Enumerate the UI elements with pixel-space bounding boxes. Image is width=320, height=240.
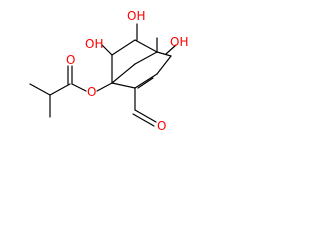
oh-label-top-right: OH: [170, 35, 188, 49]
ester-bridge-oxygen-label: O: [87, 85, 96, 99]
cyclohexene-ring: [111, 37, 172, 89]
ring-bond-c6-c1: [111, 63, 136, 84]
aldehyde-group: [132, 87, 157, 127]
bond-left-ring: [111, 39, 136, 56]
bond-to-oh-left: [101, 44, 113, 56]
ring-bond-c4-c5-double-inner: [137, 77, 154, 89]
ring-bond-c1-c2: [134, 51, 158, 65]
bond-aldehyde-c-o-b: [132, 113, 155, 127]
bond-ester-o-to-carbonyl-c: [71, 83, 87, 92]
bond-mid-to-right: [134, 39, 158, 53]
bond-aldehyde-c-o-a: [134, 109, 157, 123]
ring-bond-c5-c6: [111, 82, 136, 89]
oh-label-top-left: OH: [85, 37, 103, 51]
aldehyde-oxygen-label: O: [157, 119, 166, 133]
atom-labels: OH OH OH O O O: [66, 9, 188, 133]
ring-bond-c2-c3: [156, 51, 172, 57]
hydroxyl-bonds: [101, 23, 177, 84]
bond-to-oh-right: [165, 44, 177, 55]
bond-isopropyl-methyl-a: [29, 83, 51, 96]
bond-ring-to-ester-o: [96, 82, 113, 92]
ester-group: [29, 65, 113, 118]
canvas-background: [0, 0, 214, 147]
oh-label-top-middle: OH: [127, 9, 145, 23]
ester-carbonyl-oxygen-label: O: [66, 53, 75, 67]
ring-bond-c3-c4: [156, 55, 172, 75]
molecule-structure: OH OH OH O O O: [0, 0, 214, 147]
bond-carbonyl-to-isopropyl: [49, 83, 71, 96]
ring-bond-c4-c5-double: [134, 73, 158, 89]
